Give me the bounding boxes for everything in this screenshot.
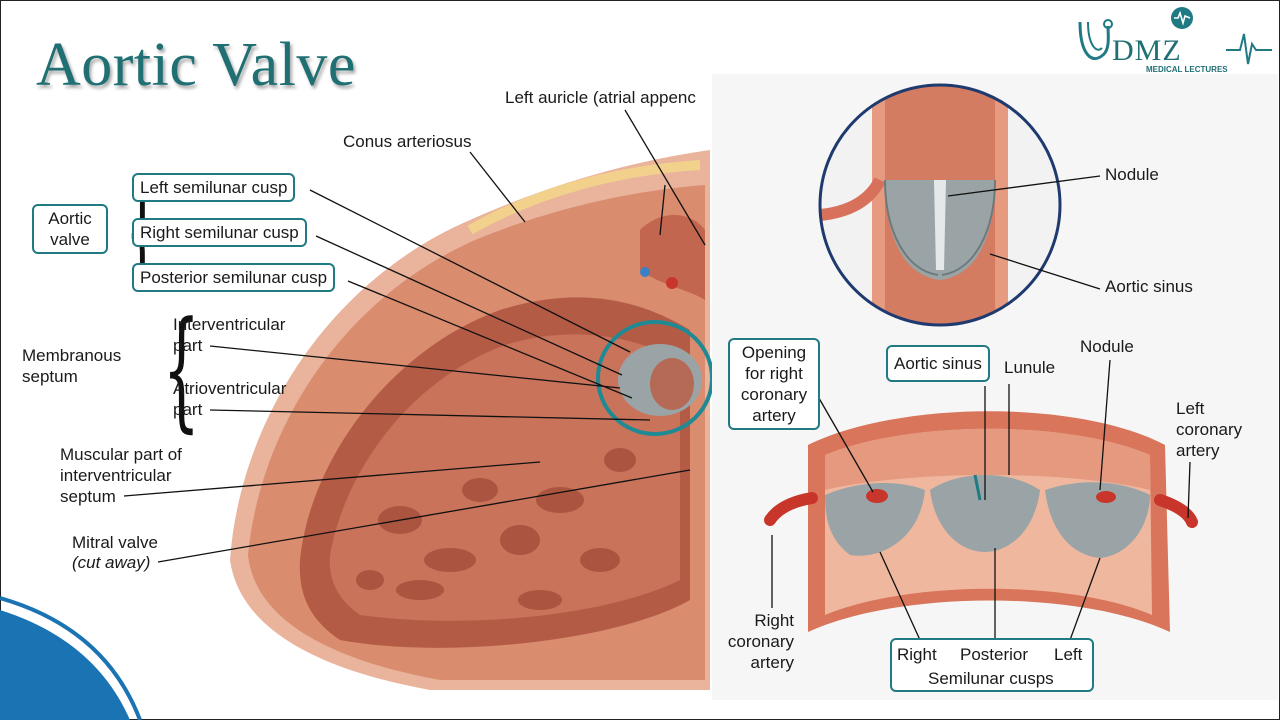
slide-title: Aortic Valve	[36, 31, 356, 99]
label-cusp-right: Right	[897, 645, 937, 664]
logo-brand: DMZ	[1112, 34, 1182, 67]
aortic-valve-box: Aortic valve	[32, 204, 108, 254]
label-right-semilunar-cusp: Right semilunar cusp	[132, 218, 307, 247]
label-mitral-cut-away: (cut away)	[72, 553, 151, 572]
label-aortic-sinus-top: Aortic sinus	[1105, 277, 1193, 296]
label-semilunar-cusps: Semilunar cusps	[928, 669, 1054, 688]
membranous-septum-brace: {	[162, 293, 200, 445]
corner-decoration	[0, 610, 130, 720]
label-posterior-semilunar-cusp: Posterior semilunar cusp	[132, 263, 336, 292]
logo-tagline: MEDICAL LECTURES	[1146, 65, 1228, 74]
label-cusp-left: Left	[1054, 645, 1083, 664]
label-left-auricle: Left auricle (atrial appenc	[505, 88, 696, 107]
label-right-coronary-artery: Right coronary artery	[727, 611, 794, 672]
label-nodule-top: Nodule	[1105, 165, 1159, 184]
dmz-logo-icon	[1078, 7, 1272, 65]
label-opening-right-coronary: Opening for right coronary artery	[728, 338, 820, 430]
label-lunule: Lunule	[1004, 358, 1056, 377]
label-left-coronary-artery: Left coronary artery	[1176, 399, 1243, 460]
semilunar-cusps-box: Right Posterior Left Semilunar cusps	[890, 638, 1094, 692]
label-mitral-valve: Mitral valve	[72, 533, 158, 552]
heart-section	[230, 150, 710, 690]
label-aortic-sinus-bottom: Aortic sinus	[886, 345, 990, 382]
label-nodule-bottom: Nodule	[1080, 337, 1134, 356]
opened-valve-diagram	[764, 411, 1198, 632]
label-atrioventricular-part: Atrioventricular part	[173, 379, 287, 419]
label-muscular-part: Muscular part of interventricular septum	[60, 445, 182, 506]
label-cusp-posterior: Posterior	[960, 645, 1029, 664]
aortic-root-inset	[818, 83, 1062, 327]
label-interventricular-part: Interventricular part	[173, 315, 286, 355]
label-left-semilunar-cusp: Left semilunar cusp	[132, 173, 296, 202]
label-membranous-septum: Membranous septum	[22, 346, 122, 386]
label-conus-arteriosus: Conus arteriosus	[343, 132, 472, 151]
